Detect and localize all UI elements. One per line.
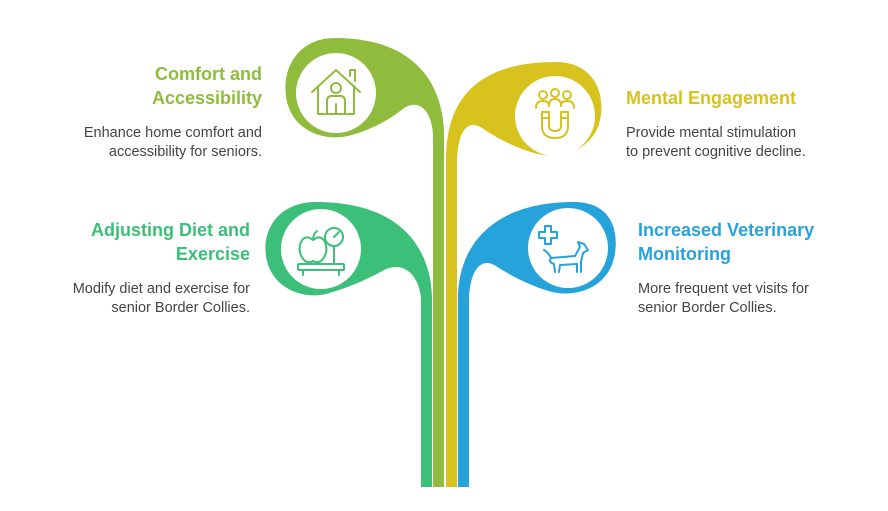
comfort-description: Enhance home comfort and accessibility f… <box>40 124 262 162</box>
people-magnet-icon <box>535 88 575 139</box>
mental-title: Mental Engagement <box>626 86 866 110</box>
comfort-desc-line2: accessibility for seniors. <box>108 144 262 160</box>
branch-vet <box>458 202 616 487</box>
vet-icon-circle <box>528 208 608 288</box>
medical-dog-icon <box>538 225 589 273</box>
home-person-icon <box>311 69 361 115</box>
diet-icon-circle <box>281 209 361 289</box>
vet-desc-line2: senior Border Collies. <box>638 300 777 316</box>
mental-title-line1: Mental Engagement <box>626 88 797 108</box>
card-diet: Adjusting Diet and Exercise Modify diet … <box>30 218 250 318</box>
card-comfort: Comfort and Accessibility Enhance home c… <box>40 62 262 162</box>
diet-description: Modify diet and exercise for senior Bord… <box>30 280 250 318</box>
mental-desc-line1: Provide mental stimulation <box>626 125 797 141</box>
comfort-desc-line1: Enhance home comfort and <box>83 125 262 141</box>
vet-title-line2: Monitoring <box>638 244 731 264</box>
diet-title-line1: Adjusting Diet and <box>91 220 250 240</box>
apple-scale-icon <box>297 227 345 276</box>
card-vet: Increased Veterinary Monitoring More fre… <box>638 218 878 318</box>
mental-description: Provide mental stimulation to prevent co… <box>626 124 866 162</box>
vet-desc-line1: More frequent vet visits for <box>638 281 809 297</box>
vet-title-line1: Increased Veterinary <box>638 220 815 240</box>
card-mental: Mental Engagement Provide mental stimula… <box>626 86 866 162</box>
comfort-title-line1: Comfort and <box>155 64 262 84</box>
vet-title: Increased Veterinary Monitoring <box>638 218 878 266</box>
vet-description: More frequent vet visits for senior Bord… <box>638 280 878 318</box>
branch-diet <box>265 202 432 487</box>
mental-desc-line2: to prevent cognitive decline. <box>626 144 806 160</box>
comfort-title: Comfort and Accessibility <box>40 62 262 110</box>
diet-desc-line2: senior Border Collies. <box>111 300 250 316</box>
mental-icon-circle <box>515 76 595 156</box>
branch-mental <box>446 62 602 487</box>
diet-title-line2: Exercise <box>175 244 250 264</box>
diet-title: Adjusting Diet and Exercise <box>30 218 250 266</box>
diet-desc-line1: Modify diet and exercise for <box>72 281 250 297</box>
comfort-title-line2: Accessibility <box>151 88 262 108</box>
